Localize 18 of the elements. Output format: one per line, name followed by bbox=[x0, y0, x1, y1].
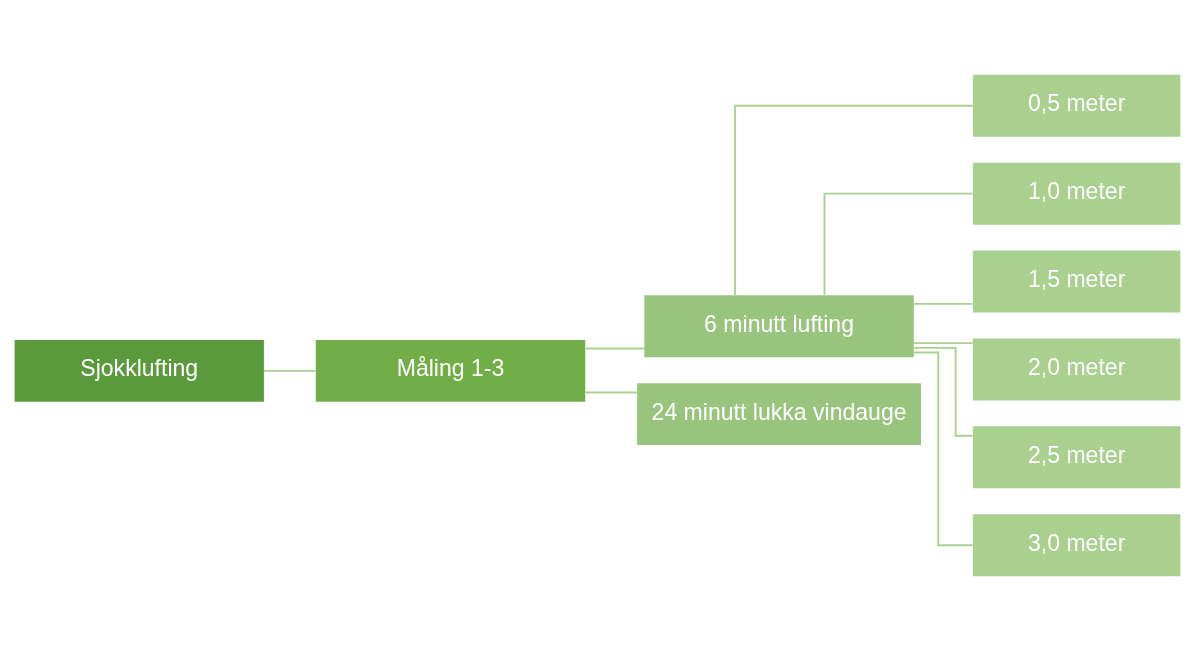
connector bbox=[913, 342, 974, 345]
node-box: 2,0 meter bbox=[972, 338, 1181, 401]
node-box: 1,0 meter bbox=[972, 162, 1181, 225]
connector bbox=[584, 347, 645, 350]
connector bbox=[913, 351, 974, 547]
node-box: Sjokklufting bbox=[14, 339, 264, 402]
connector bbox=[734, 104, 974, 297]
connector bbox=[823, 192, 974, 296]
node-box: 24 minutt lukka vindauge bbox=[637, 383, 921, 446]
connector bbox=[584, 391, 638, 394]
node-box: 3,0 meter bbox=[972, 514, 1181, 577]
node-box: 0,5 meter bbox=[972, 74, 1181, 137]
connector bbox=[263, 369, 317, 372]
node-box: Måling 1-3 bbox=[315, 339, 586, 402]
node-box: 2,5 meter bbox=[972, 426, 1181, 489]
connector bbox=[913, 302, 974, 305]
node-box: 6 minutt lufting bbox=[644, 295, 914, 358]
node-box: 1,5 meter bbox=[972, 250, 1181, 313]
